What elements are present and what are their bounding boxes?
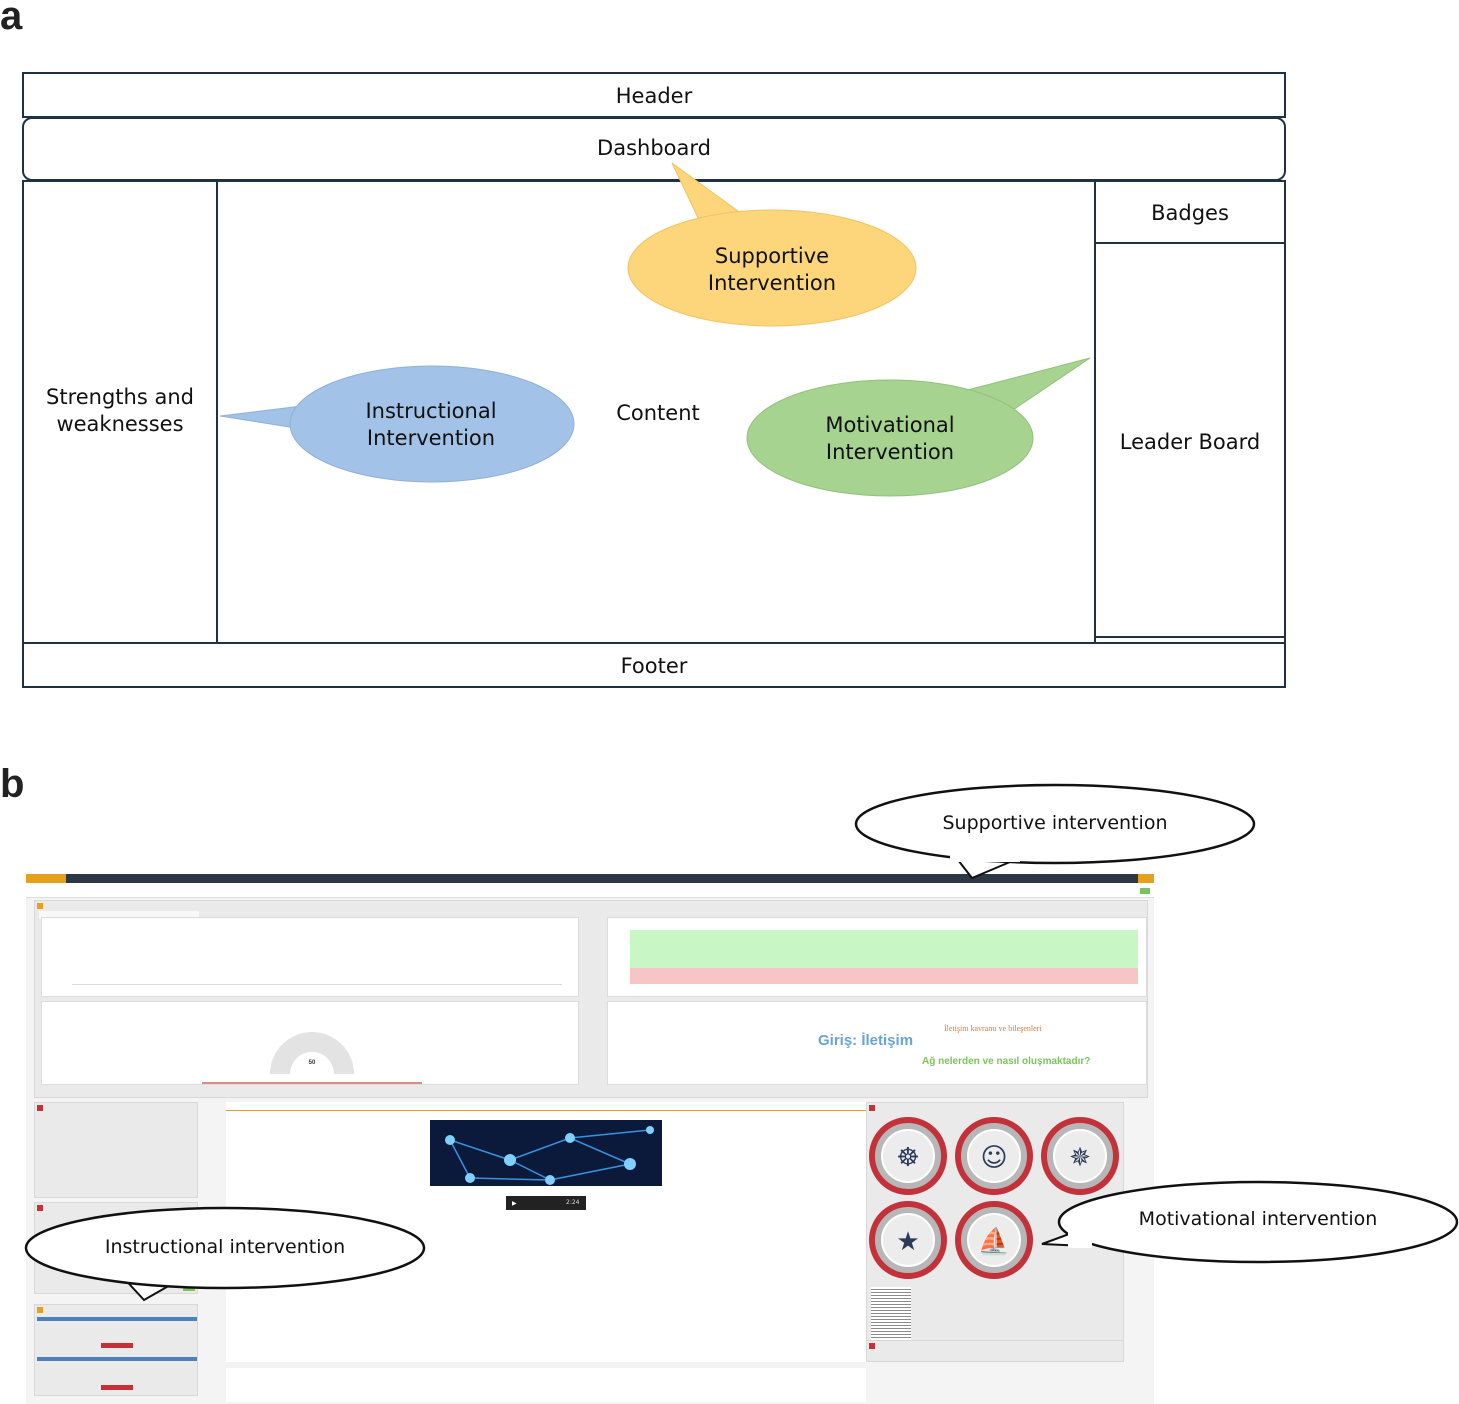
content-subtitle: İletişim kavramı ve bileşenleri [944, 1024, 1042, 1033]
badges-label: Badges [1151, 201, 1229, 225]
chart-card-1 [41, 917, 579, 997]
badge-compass[interactable]: ✵ [1041, 1117, 1119, 1195]
badge-helm[interactable]: ☸ [869, 1117, 947, 1195]
lms-edit-button[interactable] [1140, 888, 1150, 894]
motivational-line2: Intervention [825, 440, 955, 464]
lms-user-menu[interactable] [1138, 874, 1154, 883]
motivational-line1: Motivational [825, 413, 955, 437]
instructional-line1: Instructional [365, 399, 497, 423]
helm-icon: ☸ [896, 1143, 920, 1173]
chart-green-zone [630, 930, 1138, 968]
starfish-icon: ★ [896, 1227, 920, 1257]
dashboard-tabs[interactable] [39, 911, 199, 919]
content-preview-card: Giriş: İletişim İletişim kavramı ve bile… [607, 1001, 1147, 1085]
instructional-bubble [289, 365, 575, 483]
strengths-label-line1: Strengths and [46, 385, 194, 409]
strengths-label-line2: weaknesses [56, 412, 184, 436]
lms-topbar [26, 874, 1154, 883]
content-title: Giriş: İletişim [818, 1032, 914, 1049]
play-icon[interactable]: ▶ [512, 1200, 517, 1207]
chart-card-2 [607, 917, 1147, 997]
motivational-bubble [746, 379, 1034, 497]
video-time: 2:24 [566, 1199, 580, 1206]
supportive-line1: Supportive [714, 244, 830, 268]
panel-b-label: b [0, 762, 25, 806]
captain-icon: ☺ [980, 1143, 1008, 1173]
lms-dashboard: 50 Giriş: İletişim İletişim kavramı ve b… [34, 900, 1148, 1098]
instructional-callout [24, 1206, 426, 1290]
supportive-callout-text: Supportive intervention [942, 812, 1168, 834]
content-label: Content [616, 401, 700, 425]
lms-breadcrumb [26, 883, 1154, 898]
supportive-callout [854, 783, 1256, 865]
panel-a-bubbles [219, 162, 1091, 497]
gauge-card: 50 [41, 1001, 579, 1085]
supportive-line2: Intervention [707, 271, 837, 295]
footer-region: Footer [22, 642, 1286, 688]
leader-board-label: Leader Board [1119, 430, 1261, 454]
left-block-1 [34, 1102, 198, 1198]
badge-sailboat[interactable]: ⛵ [955, 1201, 1033, 1279]
instructional-line2: Intervention [366, 426, 496, 450]
leader-board-region: Leader Board [1094, 242, 1286, 644]
strengths-weaknesses-region: Strengths and weaknesses [22, 180, 218, 644]
network-image [430, 1120, 662, 1186]
motivational-callout [1057, 1180, 1459, 1264]
badge-captain[interactable]: ☺ [955, 1117, 1033, 1195]
supportive-bubble [627, 209, 917, 327]
sailboat-icon: ⛵ [977, 1227, 1011, 1257]
content-question: Ağ nelerden ve nasıl oluşmaktadır? [922, 1056, 1091, 1067]
badge-starfish[interactable]: ★ [869, 1201, 947, 1279]
compass-icon: ✵ [1069, 1143, 1091, 1173]
right-block-bottom [866, 1340, 1124, 1362]
gauge-value: 50 [308, 1060, 316, 1066]
header-label: Header [615, 84, 693, 108]
badges-panel: ☸ ☺ ✵ ★ ⛵ [866, 1102, 1124, 1362]
lms-logo[interactable] [26, 874, 66, 883]
panel-b-callouts [24, 783, 1459, 1302]
dashboard-label: Dashboard [597, 136, 711, 160]
gauge [270, 1032, 354, 1074]
panel-a-label: a [0, 0, 23, 38]
chart-red-zone [630, 968, 1138, 984]
instructional-callout-text: Instructional intervention [104, 1236, 346, 1258]
left-block-3 [34, 1304, 198, 1396]
dashboard-icon [37, 903, 43, 909]
footer-label: Footer [620, 654, 688, 678]
motivational-callout-text: Motivational intervention [1138, 1208, 1378, 1230]
video-controls[interactable]: ▶ 2:24 [506, 1196, 586, 1210]
